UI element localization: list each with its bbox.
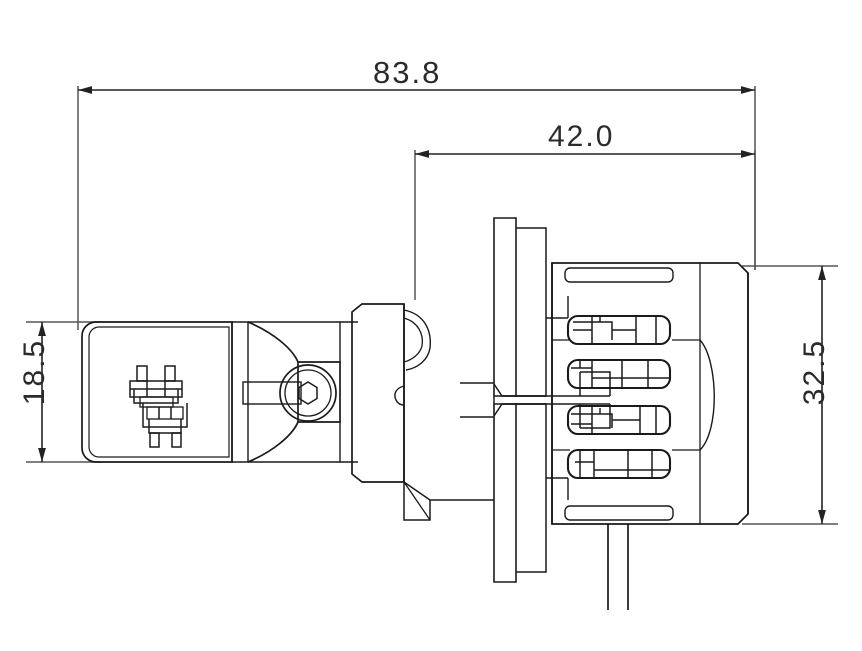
dimension-flange-length: [414, 150, 756, 300]
dimension-overall-length: [77, 86, 756, 330]
socket-barrel: [340, 303, 494, 521]
hex-socket-port: [279, 364, 337, 422]
terminal-pins: [129, 365, 188, 448]
lead-wire: [607, 524, 629, 610]
dimension-label-connector-height: 18.5: [18, 338, 52, 406]
dimension-label-body-height: 32.5: [798, 338, 832, 406]
center-shaft: [502, 371, 611, 429]
transition-neck: [231, 321, 341, 463]
dimension-label-flange-length: 42.0: [548, 120, 615, 153]
connector-housing: [81, 321, 233, 463]
heat-sink-fins: [564, 267, 674, 521]
dimension-label-overall-length: 83.8: [373, 55, 442, 90]
heat-sink-body: [551, 262, 749, 525]
